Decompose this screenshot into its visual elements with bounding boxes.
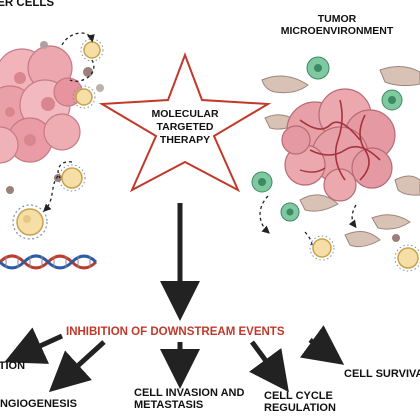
arrow-to-cell-cycle [249, 340, 289, 393]
left-dashed-arrow-exosome [43, 175, 59, 212]
outcome-cell-survival: CELL SURVIVAL [344, 368, 420, 380]
left-exosome-bottom [58, 164, 86, 192]
outcome-cell-invasion: CELL INVASION AND METASTASIS [134, 387, 244, 411]
cancer-cells-label: CANCER CELLS [0, 0, 55, 9]
dna-helix [0, 254, 98, 270]
left-exosome-large [12, 204, 48, 240]
outcome-cell-cycle: CELL CYCLE REGULATION [264, 390, 336, 414]
left-exosome-top [80, 38, 104, 62]
right-dashed-arrow-left [259, 195, 270, 234]
outcome-proliferation: PROLIFERATION [0, 360, 26, 372]
outcome-angiogenesis: ANGIOGENESIS [0, 398, 77, 410]
right-exosomes [309, 234, 420, 272]
star-label-line1: MOLECULAR [151, 108, 219, 120]
star-therapy-label: MOLECULAR TARGETED THERAPY [125, 108, 245, 147]
therapy-star [98, 52, 272, 193]
blood-vessels [299, 99, 381, 181]
tumor-label-line2: MICROENVIRONMENT [280, 24, 394, 37]
left-exosome-mid [72, 85, 96, 109]
right-dashed-arrow-right [348, 204, 357, 229]
arrow-to-proliferation [4, 327, 64, 364]
star-label-line3: THERAPY [159, 134, 211, 147]
cell-cycle-line1: CELL CYCLE [264, 390, 333, 402]
left-dashed-arrow-side [69, 59, 95, 82]
star-label-line2: TARGETED [156, 121, 214, 134]
left-dashed-arrow-bottom [57, 161, 73, 179]
cell-cycle-line2: REGULATION [264, 402, 336, 415]
tumor-label-line1: TUMOR [317, 13, 357, 25]
tumor-microenvironment-label: TUMOR MICROENVIRONMENT [276, 13, 398, 37]
arrow-to-survival [300, 325, 345, 365]
tumor-mass [281, 88, 396, 202]
immune-cells [251, 56, 403, 222]
invasion-line2: METASTASIS [134, 399, 204, 412]
arrow-to-angiogenesis [48, 340, 106, 393]
inhibition-label: INHIBITION OF DOWNSTREAM EVENTS [66, 326, 285, 338]
right-dashed-arrow-mid [304, 231, 313, 247]
stromal-cells [261, 66, 420, 248]
invasion-line1: CELL INVASION AND [134, 387, 245, 399]
cancer-cell-cluster [0, 45, 83, 164]
